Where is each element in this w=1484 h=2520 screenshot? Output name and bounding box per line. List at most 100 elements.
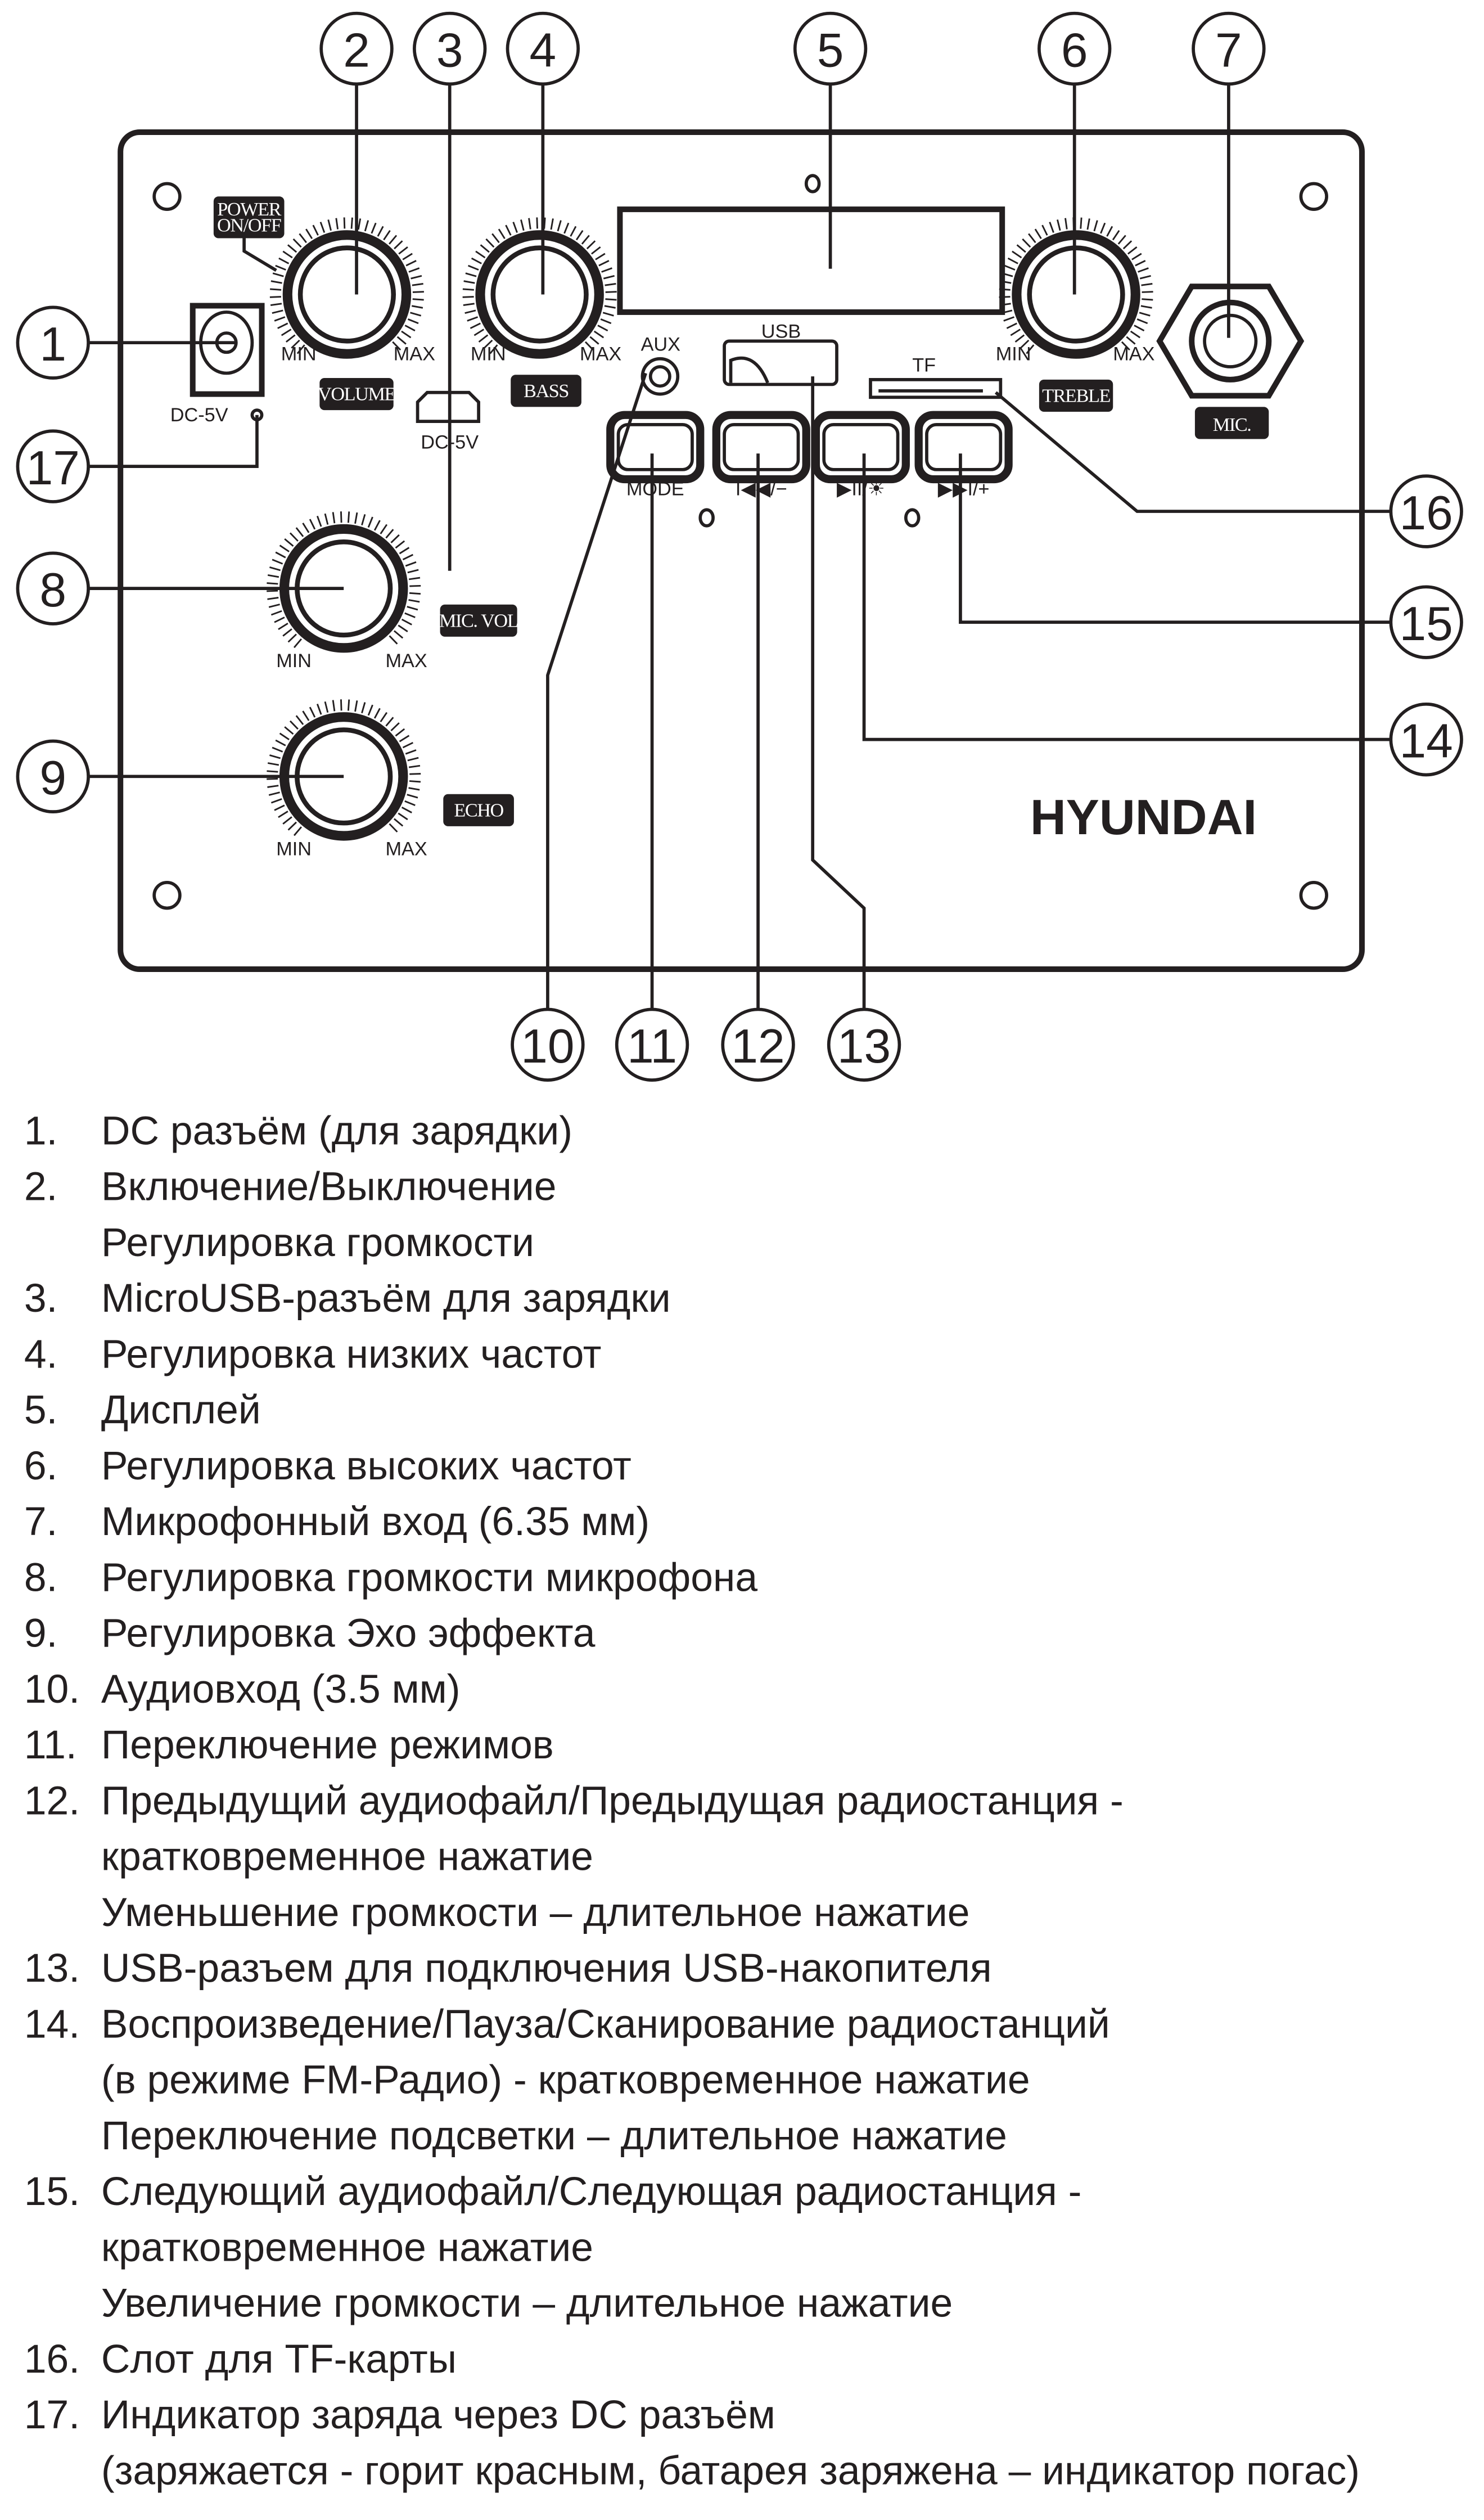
list-number: 15. xyxy=(24,2169,80,2214)
callout-17: 17 xyxy=(16,429,90,503)
volume-knob: MIN MAX VOLUME xyxy=(269,217,435,411)
micro-usb-label: DC-5V xyxy=(421,432,479,453)
list-item: 8. Регулировка громкости микрофона xyxy=(24,1555,757,1600)
list-text: Уменьшение громкости – длительное нажати… xyxy=(101,1890,970,1935)
list-text: (в режиме FM-Радио) - кратковременное на… xyxy=(101,2058,1030,2103)
list-text: DC разъём (для зарядки) xyxy=(101,1108,572,1153)
list-item: 11.Переключение режимов xyxy=(24,1722,554,1767)
list-number: 10. xyxy=(24,1667,80,1712)
list-number: 16. xyxy=(24,2337,80,2382)
list-number: 9. xyxy=(24,1611,58,1656)
list-item: 7.Микрофонный вход (6.35 мм) xyxy=(24,1499,649,1544)
echo-label: ECHO xyxy=(454,799,503,821)
list-item: 4. Регулировка низких частот xyxy=(24,1331,602,1376)
min-label: MIN xyxy=(276,838,312,860)
list-number: 4. xyxy=(24,1331,58,1376)
list-number: 2. xyxy=(24,1164,58,1209)
min-label: MIN xyxy=(471,344,506,365)
max-label: MAX xyxy=(394,344,435,365)
power-badge xyxy=(213,196,285,238)
panel-outline xyxy=(118,129,1365,973)
callout-12: 12 xyxy=(721,1007,795,1082)
mic-vol-label: MIC. VOL xyxy=(439,610,518,631)
list-number: 12. xyxy=(24,1778,80,1823)
callout-10: 10 xyxy=(511,1007,585,1082)
list-text: Регулировка громкости микрофона xyxy=(101,1555,757,1600)
callout-number: 17 xyxy=(26,441,80,495)
list-item: 14.Воспроизведение/Пауза/Сканирование ра… xyxy=(24,2001,1110,2158)
callout-number: 6 xyxy=(1061,23,1088,77)
callout-number: 8 xyxy=(39,563,66,617)
list-text: Увеличение громкости – длительное нажати… xyxy=(101,2281,953,2326)
mode-button[interactable]: MODE xyxy=(606,411,705,500)
list-item: 16. Слот для TF-карты xyxy=(24,2337,457,2382)
treble-label: TREBLE xyxy=(1042,385,1110,406)
callout-number: 10 xyxy=(521,1019,574,1073)
mode-button-label: MODE xyxy=(626,479,684,500)
list-text: Переключение подсветки – длительное нажа… xyxy=(101,2113,1007,2158)
tf-card-slot: TF xyxy=(869,355,1003,399)
leader-lines xyxy=(88,84,1391,1010)
min-label: MIN xyxy=(996,344,1031,365)
list-item: 13.USB-разъем для подключения USB-накопи… xyxy=(24,1946,992,1991)
charge-indicator xyxy=(250,408,264,422)
screw-holes xyxy=(152,174,1328,910)
aux-jack: AUX xyxy=(640,334,680,396)
callout-5: 5 xyxy=(793,11,868,86)
list-text: Дисплей xyxy=(101,1388,261,1433)
callout-number: 11 xyxy=(627,1019,677,1073)
list-number: 6. xyxy=(24,1443,58,1488)
callout-1: 1 xyxy=(16,305,90,380)
display xyxy=(617,206,1005,315)
prev-button[interactable]: I◀◀/− xyxy=(712,411,810,500)
callout-number: 7 xyxy=(1215,23,1242,77)
list-text: Индикатор заряда через DC разъём xyxy=(101,2392,775,2437)
list-text: Регулировка высоких частот xyxy=(101,1443,632,1488)
callout-13: 13 xyxy=(827,1007,901,1082)
next-button[interactable]: ▶▶I/+ xyxy=(914,411,1013,500)
min-label: MIN xyxy=(281,344,317,365)
list-text: USB-разъем для подключения USB-накопител… xyxy=(101,1946,992,1991)
power-label: ON/OFF xyxy=(217,215,281,236)
list-number: 8. xyxy=(24,1555,58,1600)
dc-jack: DC-5V xyxy=(170,303,265,426)
list-item: 12.Предыдущий аудиофайл/Предыдущая радио… xyxy=(24,1778,1124,1934)
list-item: 6. Регулировка высоких частот xyxy=(24,1443,632,1488)
callout-number: 5 xyxy=(817,23,844,77)
prev-button-label: I◀◀/− xyxy=(736,479,787,500)
list-text: Переключение режимов xyxy=(101,1722,554,1767)
max-label: MAX xyxy=(1113,344,1154,365)
max-label: MAX xyxy=(385,650,427,672)
list-text: Включение/Выключение xyxy=(101,1164,557,1209)
callout-number: 12 xyxy=(731,1019,784,1073)
tf-label: TF xyxy=(912,355,936,376)
volume-label: VOLUME xyxy=(318,384,395,405)
callout-number: 16 xyxy=(1400,486,1453,540)
callout-8: 8 xyxy=(16,551,90,626)
list-text: Регулировка громкости xyxy=(101,1220,534,1265)
list-item: 17.Индикатор заряда через DC разъём(заря… xyxy=(24,2392,1360,2493)
max-label: MAX xyxy=(580,344,621,365)
list-text: Микрофонный вход (6.35 мм) xyxy=(101,1499,649,1544)
usb-port: USB xyxy=(723,321,838,386)
list-item: 9.Регулировка Эхо эффекта xyxy=(24,1611,596,1656)
callout-14: 14 xyxy=(1389,702,1463,777)
list-text: Регулировка низких частот xyxy=(101,1331,602,1376)
list-text: Слот для TF-карты xyxy=(101,2337,457,2382)
callout-number: 2 xyxy=(343,23,370,77)
callout-4: 4 xyxy=(506,11,580,86)
callout-11: 11 xyxy=(615,1007,689,1082)
play-button-label: ▶II/☀ xyxy=(837,479,885,500)
micro-usb-port: DC-5V xyxy=(416,390,480,453)
mic-label: MIC. xyxy=(1213,414,1251,435)
callout-15: 15 xyxy=(1389,585,1463,659)
legend-list: 1.DC разъём (для зарядки)2.Включение/Вык… xyxy=(24,1108,1360,2493)
play-button[interactable]: ▶II/☀ xyxy=(811,411,910,500)
list-item: 15.Следующий аудиофайл/Следующая радиост… xyxy=(24,2169,1082,2325)
